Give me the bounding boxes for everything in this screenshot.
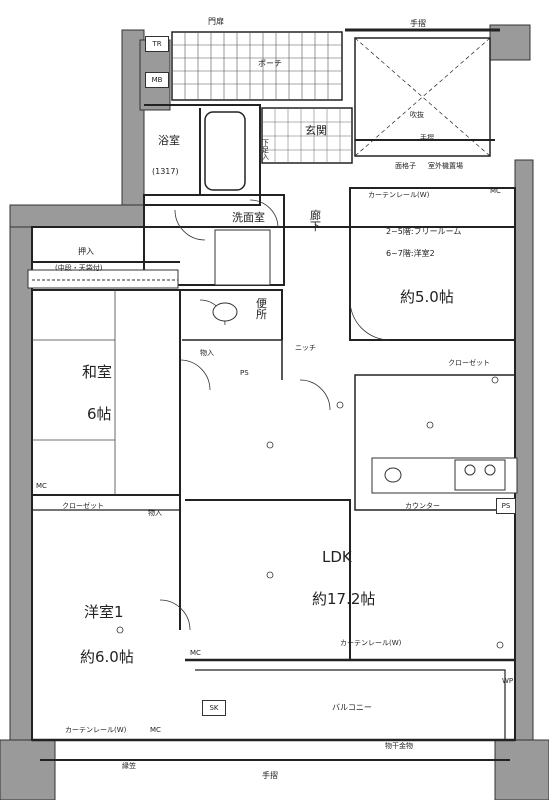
ldk-label: LDK <box>322 548 352 566</box>
porch-label: ポーチ <box>258 59 282 68</box>
monoire1-label: 物入 <box>200 349 214 357</box>
washitsu-size-label: 6帖 <box>87 405 112 423</box>
mc-free-label: MC <box>490 187 501 195</box>
curtain-free-label: カーテンレール(W) <box>368 191 430 199</box>
mc-yo-label: MC <box>150 726 161 734</box>
closet-yo-label: クローゼット <box>62 502 104 510</box>
mc-ldk-label: MC <box>190 649 201 657</box>
free-size-label: 約5.0帖 <box>400 288 454 306</box>
closet-free-label: クローゼット <box>448 359 490 367</box>
tr-box: TR <box>145 36 169 52</box>
counter-label: カウンター <box>405 502 440 510</box>
getabako-label: 下足入 <box>262 139 269 161</box>
yo1-label: 洋室1 <box>84 603 124 621</box>
mon-label: 門扉 <box>208 17 224 26</box>
free-line1-label: 2~5階:フリールーム <box>386 227 462 236</box>
rouka-label: 廊 下 <box>310 209 321 233</box>
fixtures <box>27 229 518 494</box>
toilet-label: 便所 <box>256 297 267 321</box>
sk-box: SK <box>202 700 226 716</box>
oshiire-sub-label: (中段・天袋付) <box>55 264 103 272</box>
ps-small-label: PS <box>240 369 249 377</box>
ps-right-box: PS <box>496 498 516 514</box>
mb-box: MB <box>145 72 169 88</box>
monoire2-label: 物入 <box>148 509 162 517</box>
mc-washitsu-label: MC <box>36 482 47 490</box>
porch-tiles <box>171 31 343 101</box>
shikkin-label: ニッチ <box>295 344 316 352</box>
fixture-dots <box>116 376 504 649</box>
genkan-tiles <box>261 107 353 164</box>
ensaki-label: 縁笠 <box>122 762 136 770</box>
curtain-yo-label: カーテンレール(W) <box>65 726 127 734</box>
shitsugai-label: 室外機置場 <box>428 162 463 170</box>
ldk-size-label: 約17.2帖 <box>312 590 376 608</box>
monohoshi-label: 物干金物 <box>385 742 413 750</box>
oshiire-label: 押入 <box>78 247 94 256</box>
balcony-label: バルコニー <box>332 703 372 712</box>
washitsu-label: 和室 <box>82 363 113 381</box>
fukinuke <box>345 28 500 157</box>
tesuri-mid-label: 手摺 <box>420 134 434 142</box>
tesuri-bottom-label: 手摺 <box>262 771 278 780</box>
curtain-ldk-label: カーテンレール(W) <box>340 639 402 647</box>
genkan-label: 玄関 <box>305 124 327 137</box>
tesuri-top-label: 手摺 <box>410 19 426 28</box>
free-line2-label: 6~7階:洋室2 <box>386 249 435 258</box>
fukinuke-label: 吹抜 <box>410 111 424 119</box>
bath-size-label: (1317) <box>152 167 179 176</box>
yo1-size-label: 約6.0帖 <box>80 648 134 666</box>
wp-label: WP <box>502 677 514 685</box>
tatami-lines <box>32 290 116 495</box>
koushi-label: 面格子 <box>395 162 416 170</box>
bath-label: 浴室 <box>158 134 180 147</box>
room-walls <box>31 104 516 761</box>
senmen-label: 洗面室 <box>232 211 265 224</box>
